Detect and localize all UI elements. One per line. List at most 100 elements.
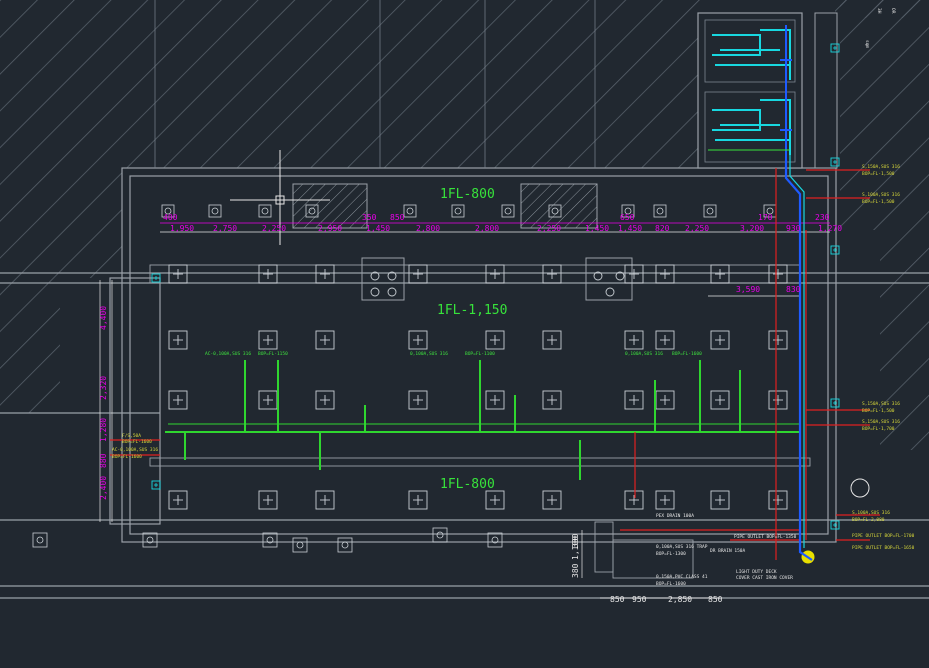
floor-drain-marker xyxy=(168,390,188,410)
ceiling-marker xyxy=(403,204,417,218)
floor-drain-marker xyxy=(485,490,505,510)
outdoor-marker xyxy=(292,537,308,553)
dim-top-lower: 1,270 xyxy=(818,224,842,233)
floor-drain-marker xyxy=(408,264,428,284)
dim-left: 1,280 xyxy=(99,418,108,442)
dim-bottom: 2,850 xyxy=(668,595,692,604)
dim-top-upper: 650 xyxy=(620,213,635,222)
ceiling-marker xyxy=(161,204,175,218)
dim-top-lower: 3,200 xyxy=(740,224,764,233)
floor-drain-marker xyxy=(315,490,335,510)
pipe-annotation: BOP=FL-1100 xyxy=(465,351,495,357)
dim-bottom: 950 xyxy=(632,595,647,604)
column-marker xyxy=(615,271,625,281)
ceiling-marker xyxy=(548,204,562,218)
floor-drain-marker xyxy=(408,330,428,350)
pipe-annotation: S,150A,SUS 316 xyxy=(862,419,900,425)
dim-top-lower: 1,450 xyxy=(585,224,609,233)
floor-drain-marker xyxy=(315,330,335,350)
floor-drain-marker xyxy=(315,390,335,410)
piping-cyan xyxy=(789,150,805,548)
corner-text: sqm xyxy=(864,40,869,48)
pipe-annotation: PIPE OUTLET BOP=FL-1700 xyxy=(852,533,915,539)
floor-drain-marker xyxy=(624,390,644,410)
dim-top-lower: 930 xyxy=(786,224,801,233)
level-label-middle: 1FL-1,150 xyxy=(437,303,507,318)
pipe-annotation: S,150A,SUS 316 xyxy=(862,164,900,170)
pipe-annotation: AC-0,100A,SUS 316 xyxy=(112,447,158,453)
pipe-annotation: COVER CAST IRON COVER xyxy=(736,575,793,581)
north-arrow xyxy=(850,478,870,498)
cleanout-marker xyxy=(830,43,840,53)
ceiling-marker xyxy=(653,204,667,218)
cad-crosshair-cursor[interactable] xyxy=(230,150,330,245)
toilet-block xyxy=(697,12,838,169)
cleanout-marker xyxy=(830,520,840,530)
floor-drain-marker xyxy=(624,330,644,350)
pipe-annotation: 0,100A,SUS 316 TRAP xyxy=(656,544,708,550)
dim-bottom: 850 xyxy=(708,595,723,604)
ceiling-marker xyxy=(501,204,515,218)
floor-drain-marker xyxy=(768,490,788,510)
pipe-annotation: BOP=FL-2,080 xyxy=(852,517,885,523)
dim-top-lower: 1,950 xyxy=(170,224,194,233)
ceiling-marker xyxy=(305,204,319,218)
column-marker xyxy=(387,287,397,297)
floor-drain-marker xyxy=(485,330,505,350)
floor-drain-marker xyxy=(542,490,562,510)
dim-bottom-left: 1,100 xyxy=(571,536,580,560)
hatched-exterior xyxy=(0,0,929,450)
dim-bottom-left: 300 xyxy=(571,533,580,548)
level-label-top: 1FL-800 xyxy=(440,187,495,202)
dim-top-upper: 170 xyxy=(758,213,773,222)
floor-drain-marker xyxy=(485,264,505,284)
cleanout-marker xyxy=(830,245,840,255)
dim-top-upper: 230 xyxy=(815,213,830,222)
floor-drain-marker xyxy=(258,264,278,284)
dim-top-lower: 1,450 xyxy=(366,224,390,233)
floor-drain-marker xyxy=(168,264,188,284)
floor-drain-marker xyxy=(542,264,562,284)
pipe-annotation: DR BRAIN 150A xyxy=(710,548,746,554)
column-marker xyxy=(370,287,380,297)
dim-left: 880 xyxy=(99,453,108,468)
floor-drain-marker xyxy=(768,390,788,410)
floor-drain-marker xyxy=(542,390,562,410)
dim-top-lower: 1,450 xyxy=(618,224,642,233)
dimension-lines xyxy=(99,222,830,599)
dim-left: 4,400 xyxy=(99,306,108,330)
dim-left: 2,400 xyxy=(99,476,108,500)
dim-top-lower: 2,250 xyxy=(685,224,709,233)
pipe-annotation: 0,100A,SUS 316 xyxy=(625,351,663,357)
column-marker xyxy=(370,271,380,281)
cleanout-marker xyxy=(830,157,840,167)
column-marker xyxy=(387,271,397,281)
outdoor-marker xyxy=(487,532,503,548)
outdoor-marker xyxy=(142,532,158,548)
ceiling-marker xyxy=(703,204,717,218)
cleanout-marker xyxy=(151,273,161,283)
outdoor-marker xyxy=(262,532,278,548)
floor-drain-marker xyxy=(655,490,675,510)
floor-drain-marker xyxy=(710,264,730,284)
ceiling-marker xyxy=(258,204,272,218)
ceiling-marker xyxy=(621,204,635,218)
dim-top-lower: 2,250 xyxy=(262,224,286,233)
floor-drain-marker xyxy=(315,264,335,284)
dim-top-lower: 820 xyxy=(655,224,670,233)
pipe-annotation: F/S,50A xyxy=(122,433,141,439)
dim-top-lower: 2,800 xyxy=(416,224,440,233)
floor-drain-marker xyxy=(168,330,188,350)
level-labels: 1FL-800 1FL-1,150 1FL-800 xyxy=(437,187,507,492)
floor-drain-marker xyxy=(258,490,278,510)
floor-drain-marker xyxy=(655,330,675,350)
pipe-annotation: BOP=FL-1600 xyxy=(122,439,152,445)
floor-drain-marker xyxy=(624,264,644,284)
outdoor-marker xyxy=(337,537,353,553)
ceiling-marker xyxy=(208,204,222,218)
floor-drain-marker xyxy=(485,390,505,410)
dim-top-lower: 2,800 xyxy=(475,224,499,233)
